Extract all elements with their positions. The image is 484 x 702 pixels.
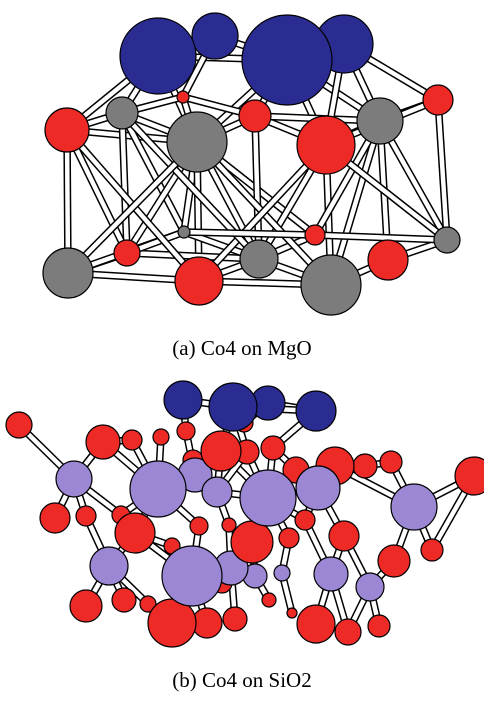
atom-o — [69, 589, 103, 623]
atom-o — [454, 456, 484, 496]
atom-o — [174, 256, 224, 306]
atom-o — [377, 544, 411, 578]
caption-a: (a) Co4 on MgO — [172, 336, 312, 360]
atom-o — [334, 618, 362, 646]
atom-o — [304, 224, 326, 246]
atom-o — [238, 99, 272, 133]
atom-si — [273, 564, 291, 582]
atom-mg — [433, 226, 461, 254]
atoms-layer — [42, 12, 461, 316]
atom-mg — [42, 247, 94, 299]
atom-o — [121, 429, 143, 451]
atom-o — [39, 502, 71, 534]
atom-o — [44, 107, 90, 153]
atom-o — [261, 592, 277, 608]
atom-co — [163, 380, 203, 420]
atom-o — [296, 115, 356, 175]
atom-o — [75, 505, 97, 527]
panel-a-co4-on-mgo — [0, 0, 484, 330]
atom-si — [129, 460, 187, 518]
atom-o — [139, 595, 157, 613]
atom-o — [230, 520, 274, 564]
atom-si — [355, 572, 385, 602]
atom-o — [278, 527, 300, 549]
atom-si — [295, 465, 341, 511]
atom-o — [379, 450, 403, 474]
atoms-layer — [5, 380, 484, 648]
atom-mg — [356, 97, 404, 145]
bond — [126, 250, 260, 262]
bond — [64, 129, 130, 254]
atom-si — [89, 546, 129, 586]
atom-o — [328, 520, 360, 552]
atom-o — [200, 430, 242, 472]
atom-o — [113, 239, 141, 267]
atom-o — [152, 428, 170, 446]
atom-o — [367, 614, 391, 638]
atom-si — [239, 469, 297, 527]
atom-o — [352, 453, 378, 479]
mgo-structure-diagram — [42, 12, 461, 316]
atom-mg — [166, 111, 228, 173]
atom-co — [241, 14, 333, 106]
atom-o — [114, 512, 156, 554]
bond — [435, 99, 450, 241]
atom-o — [260, 435, 286, 461]
atom-o — [221, 517, 237, 533]
atom-o — [5, 411, 33, 439]
atom-o — [422, 84, 454, 116]
bond — [119, 112, 130, 254]
atom-si — [161, 545, 223, 607]
atom-co — [295, 390, 337, 432]
atom-si — [390, 483, 438, 531]
atom-si — [55, 460, 93, 498]
atom-o — [176, 421, 196, 441]
atom-co — [119, 17, 197, 95]
caption-b: (b) Co4 on SiO2 — [172, 668, 312, 692]
bond — [183, 229, 316, 238]
atom-o — [189, 516, 209, 536]
atom-si — [201, 476, 233, 508]
atom-o — [222, 606, 248, 632]
bond — [197, 143, 328, 283]
atom-si — [313, 556, 349, 592]
atom-mg — [239, 239, 279, 279]
atom-o — [294, 509, 316, 531]
atom-o — [420, 538, 444, 562]
atom-mg — [300, 254, 362, 316]
atom-o — [286, 607, 298, 619]
atom-o — [367, 239, 409, 281]
sio2-structure-diagram — [5, 380, 484, 648]
atom-co — [208, 382, 258, 432]
atom-co — [191, 12, 239, 60]
bond — [120, 111, 186, 234]
atom-mg — [177, 225, 191, 239]
atom-o — [111, 587, 137, 613]
bond — [66, 140, 199, 275]
atom-mg — [105, 96, 139, 130]
atom-o — [176, 90, 190, 104]
bond — [314, 232, 448, 243]
panel-b-co4-on-sio2 — [0, 370, 484, 650]
atom-o — [85, 424, 121, 460]
atom-o — [296, 604, 336, 644]
